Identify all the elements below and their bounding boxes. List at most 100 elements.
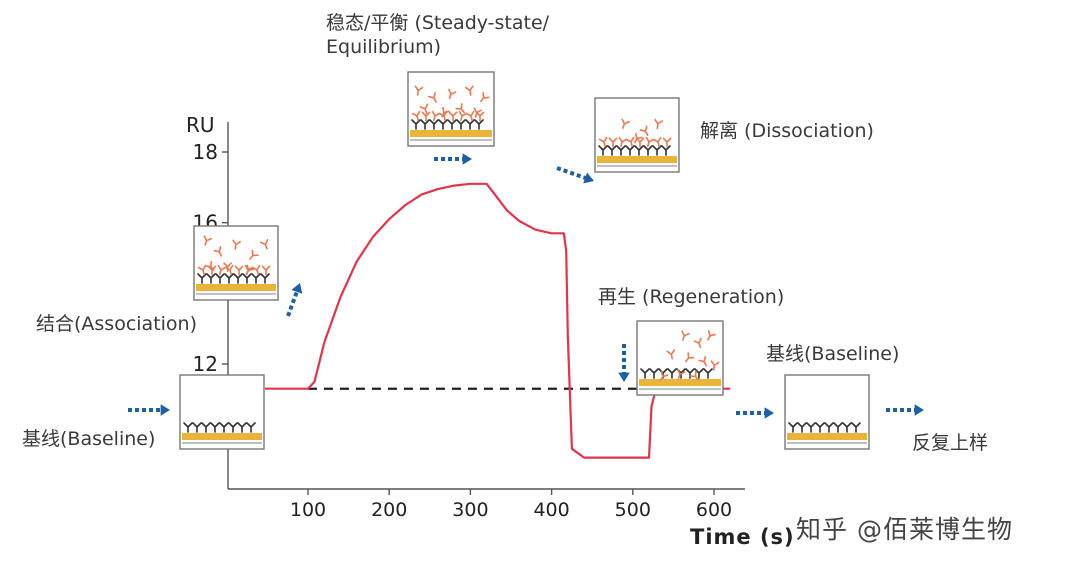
antibody-glyph xyxy=(662,137,672,148)
antibody-glyph xyxy=(661,145,671,156)
antibody-glyph xyxy=(261,265,271,276)
arrow-regeneration xyxy=(618,344,630,382)
antibody-glyph xyxy=(652,145,662,156)
x-tick-label: 200 xyxy=(371,499,407,521)
antibody-glyph xyxy=(411,119,421,130)
antibody-glyph xyxy=(621,118,630,129)
antibody-glyph xyxy=(259,239,269,250)
antibody-glyph xyxy=(441,106,450,118)
antibody-glyph xyxy=(192,422,202,433)
antibody-glyph xyxy=(464,85,474,96)
antibody-glyph xyxy=(421,111,431,122)
arrow-to-baseline-right xyxy=(736,407,774,419)
antibody-glyph xyxy=(824,422,834,433)
antibody-glyph xyxy=(210,422,220,433)
antibody-glyph xyxy=(249,249,259,260)
antibody-glyph xyxy=(217,264,227,276)
antibody-glyph xyxy=(639,125,649,136)
antibody-glyph xyxy=(689,370,700,381)
baseline-left-label: 基线(Baseline) xyxy=(22,428,156,450)
antibody-glyph xyxy=(677,368,686,380)
antibody-glyph xyxy=(448,111,458,122)
antibody-glyph xyxy=(659,370,669,382)
antibody-glyph xyxy=(456,119,466,130)
antibody-glyph xyxy=(242,273,252,284)
antibody-glyph xyxy=(815,422,825,433)
panel-steady-state xyxy=(407,71,495,147)
sensorgram-curve xyxy=(265,182,731,459)
arrow-dissociation xyxy=(556,166,594,184)
antibody-glyph xyxy=(694,368,704,379)
antibody-glyph xyxy=(260,273,270,284)
x-tick-label: 400 xyxy=(533,499,569,521)
antibody-glyph xyxy=(851,422,861,433)
antibody-glyph xyxy=(479,92,490,103)
panel-baseline-right xyxy=(784,374,870,450)
antibody-glyph xyxy=(458,110,468,122)
antibody-glyph xyxy=(598,136,608,148)
watermark: 知乎 @佰莱博生物 xyxy=(796,515,1013,544)
antibody-glyph xyxy=(431,110,441,122)
x-tick-label: 300 xyxy=(452,499,488,521)
antibody-glyph xyxy=(465,119,475,130)
panel-association xyxy=(193,225,279,301)
antibody-glyph xyxy=(237,422,247,433)
antibody-glyph xyxy=(703,368,713,379)
sensor-surface xyxy=(182,433,262,440)
antibody-glyph xyxy=(203,235,213,246)
y-tick-label: 18 xyxy=(193,140,218,164)
x-tick-label: 600 xyxy=(696,499,732,521)
antibody-glyph xyxy=(698,355,708,367)
antibody-glyph xyxy=(414,85,424,96)
antibody-glyph xyxy=(654,118,663,130)
sensor-surface xyxy=(787,433,867,440)
antibody-glyph xyxy=(667,368,677,379)
antibody-glyph xyxy=(634,145,644,156)
antibody-glyph xyxy=(234,265,244,276)
antibody-glyph xyxy=(245,264,255,276)
antibody-glyph xyxy=(215,273,225,284)
antibody-glyph xyxy=(224,273,234,284)
antibody-glyph xyxy=(447,119,457,130)
antibody-glyph xyxy=(206,273,216,284)
x-axis-label: Time (s) xyxy=(690,525,795,549)
x-tick-label: 500 xyxy=(615,499,651,521)
antibody-glyph xyxy=(608,137,618,148)
panel-regeneration xyxy=(636,320,724,396)
antibody-glyph xyxy=(707,330,716,341)
antibody-glyph xyxy=(666,349,676,360)
antibody-glyph xyxy=(251,264,261,276)
antibody-glyph xyxy=(618,136,628,148)
antibody-glyph xyxy=(607,145,617,156)
sensor-surface xyxy=(196,284,276,291)
antibody-glyph xyxy=(183,422,193,433)
antibody-glyph xyxy=(684,352,695,363)
sensor-surface xyxy=(639,379,721,386)
antibody-glyph xyxy=(625,136,635,148)
sensor-surface xyxy=(410,130,492,137)
arrow-into-baseline-left xyxy=(128,404,170,416)
antibody-glyph xyxy=(219,422,229,433)
antibody-glyph xyxy=(438,119,448,130)
antibody-glyph xyxy=(419,103,429,115)
antibody-glyph xyxy=(201,422,211,433)
antibody-glyph xyxy=(204,260,215,271)
antibody-glyph xyxy=(797,422,807,433)
antibody-glyph xyxy=(649,368,659,379)
antibody-glyph xyxy=(228,422,238,433)
antibody-glyph xyxy=(645,136,655,148)
antibody-glyph xyxy=(625,145,635,156)
antibody-glyph xyxy=(681,330,690,341)
antibody-glyph xyxy=(693,337,702,349)
antibody-glyph xyxy=(197,273,207,284)
y-axis-label: RU xyxy=(186,113,215,137)
repeat-injection-label: 反复上样 xyxy=(912,432,989,454)
antibody-glyph xyxy=(598,145,608,156)
dissociation-label: 解离 (Dissociation) xyxy=(700,120,874,142)
antibody-glyph xyxy=(223,262,233,273)
antibody-glyph xyxy=(788,422,798,433)
association-label: 结合(Association) xyxy=(36,313,198,335)
antibody-glyph xyxy=(833,422,843,433)
